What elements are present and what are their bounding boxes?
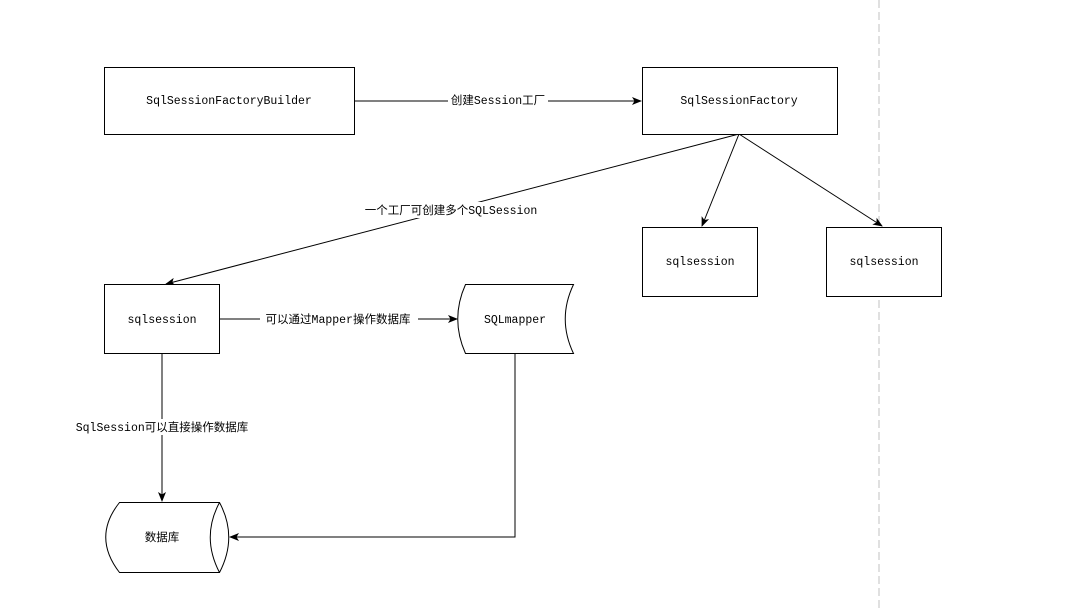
node-mapper-label: SQLmapper — [484, 314, 546, 327]
edge-mapper-to-db[interactable] — [229, 353, 516, 541]
node-session-b[interactable]: sqlsession — [826, 227, 942, 297]
node-database[interactable]: 数据库 — [105, 502, 230, 573]
node-factory[interactable]: SqlSessionFactory — [642, 67, 838, 135]
node-factory-label: SqlSessionFactory — [680, 95, 797, 108]
node-session-main[interactable]: sqlsession — [104, 284, 220, 354]
edge-label-builder-to-factory: 创建Session工厂 — [451, 93, 545, 108]
node-session-b-label: sqlsession — [849, 256, 918, 269]
node-builder[interactable]: SqlSessionFactoryBuilder — [104, 67, 355, 135]
edge-label-session-to-db: SqlSession可以直接操作数据库 — [76, 420, 249, 435]
node-database-label: 数据库 — [145, 530, 180, 545]
edge-factory-to-session-b[interactable] — [738, 133, 883, 227]
node-session-main-label: sqlsession — [127, 314, 196, 327]
node-mapper[interactable]: SQLmapper — [457, 284, 575, 354]
edge-label-factory-to-session: 一个工厂可创建多个SQLSession — [365, 203, 538, 218]
node-session-a-label: sqlsession — [665, 256, 734, 269]
node-builder-label: SqlSessionFactoryBuilder — [146, 95, 312, 108]
edge-factory-to-session-a[interactable] — [701, 133, 740, 227]
edge-label-session-to-mapper: 可以通过Mapper操作数据库 — [266, 312, 411, 327]
node-session-a[interactable]: sqlsession — [642, 227, 758, 297]
